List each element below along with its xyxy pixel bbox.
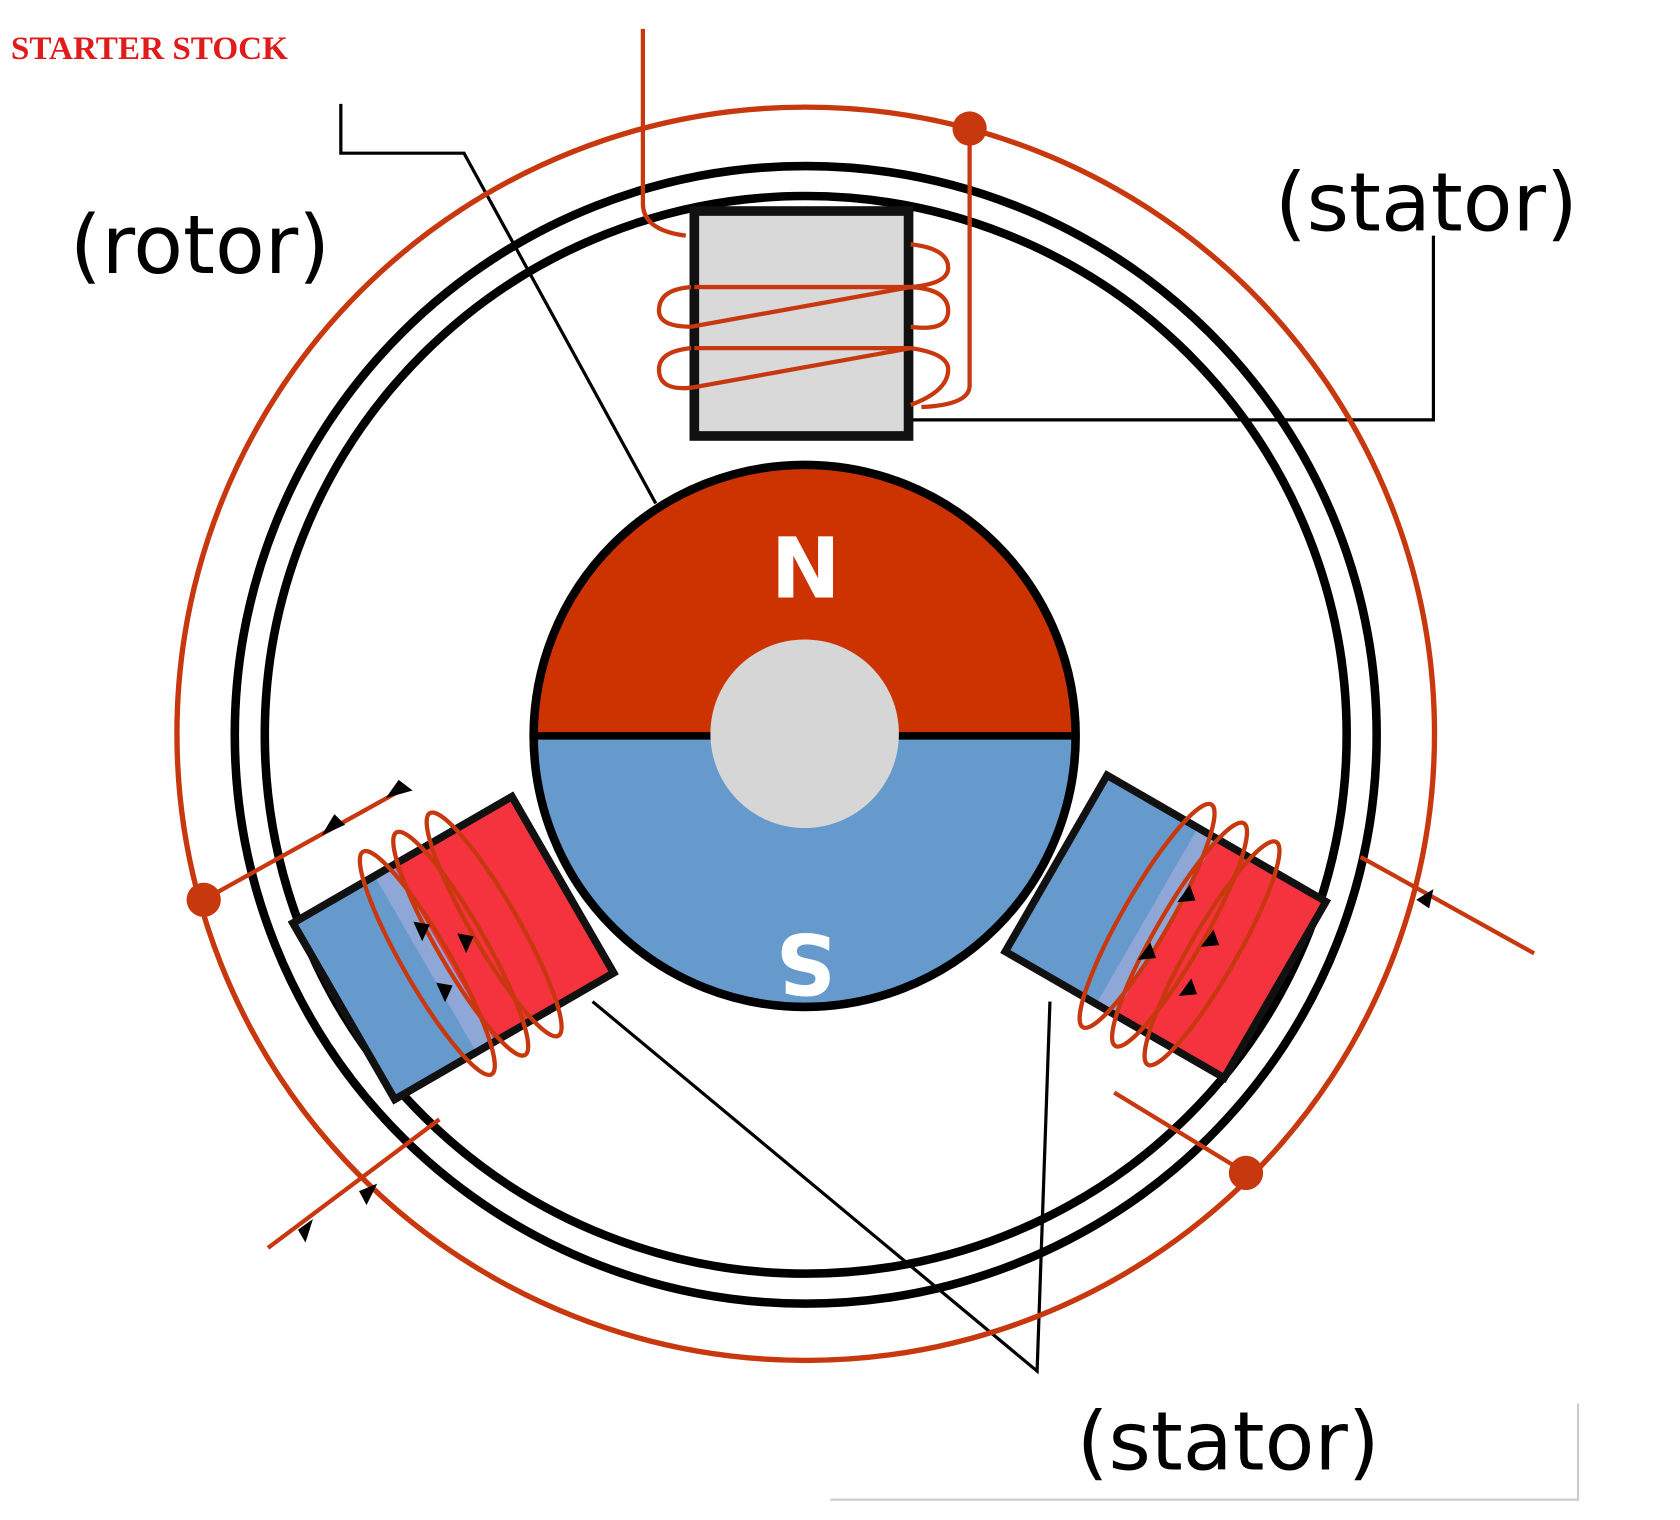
rotor-label: (rotor) — [70, 198, 330, 293]
wire-right-link — [1113, 1090, 1248, 1175]
stator-pole-left — [287, 791, 619, 1105]
outer-wire-ring — [174, 104, 1438, 1364]
junction-dot-right — [1228, 1155, 1264, 1191]
rotor-north-half — [533, 464, 1076, 736]
external-wires — [202, 790, 1536, 1250]
arrow-icon — [436, 982, 453, 1003]
stator-pole-right — [1000, 770, 1332, 1084]
arrow-icon — [457, 933, 474, 953]
arrow-icon — [1137, 942, 1157, 960]
stator-bottom-label: (stator) — [1077, 1395, 1380, 1490]
wire-left-link — [202, 790, 398, 902]
arrow-icon — [413, 921, 430, 942]
arrow-icon — [1200, 929, 1220, 947]
wire-top-lead — [640, 28, 687, 238]
junction-dot-top — [952, 111, 987, 146]
rotor: N S — [529, 460, 1080, 1012]
arrow-icon — [297, 1218, 313, 1243]
arrow-icon — [385, 779, 413, 799]
stator-inner-ring — [260, 191, 1351, 1278]
rotor-south-half — [533, 735, 1076, 1007]
junction-dot-left — [186, 882, 221, 917]
stator-outer-ring — [230, 161, 1381, 1308]
arrow-icon — [359, 1183, 378, 1206]
stator-top-label: (stator) — [1275, 155, 1578, 250]
wire-left-lead — [266, 1117, 441, 1250]
arrow-icon — [1177, 884, 1196, 903]
coil-top — [656, 128, 972, 410]
leader-lines — [339, 103, 1580, 1501]
stator-pole-top — [640, 28, 972, 441]
north-pole-label: N — [771, 520, 841, 618]
rotor-leader-line — [339, 103, 658, 505]
label-box-edge — [830, 1403, 1580, 1501]
stator-top-leader-line — [910, 235, 1436, 422]
south-pole-label: S — [776, 914, 836, 1012]
watermark-text: STARTER STOCK — [11, 30, 288, 67]
rotor-shaft — [710, 639, 899, 829]
wire-right-lead — [1359, 855, 1536, 956]
arrow-icon — [1178, 978, 1198, 996]
arrow-icon — [1416, 889, 1434, 909]
arrow-icon — [321, 814, 346, 836]
stator-bottom-leader-line — [591, 1000, 1052, 1375]
